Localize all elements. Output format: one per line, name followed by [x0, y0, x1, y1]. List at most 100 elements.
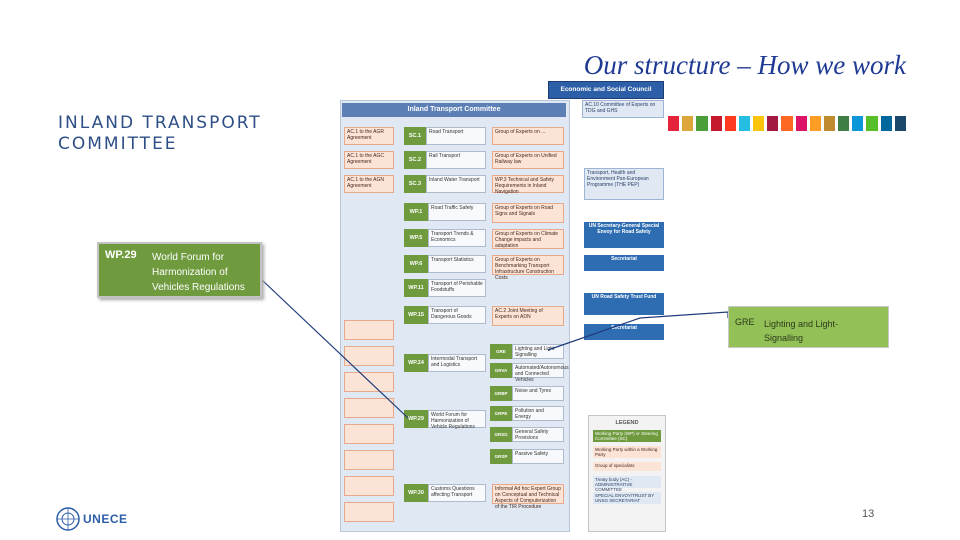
wp29-line2: Harmonization of — [152, 267, 228, 278]
unece-logo-text: UNECE — [83, 512, 128, 526]
wp29-callout: WP.29 World Forum for Harmonization of V… — [97, 242, 262, 298]
agreement-box — [344, 320, 394, 340]
expert-group-box: Group of Experts on Climate Change impac… — [492, 229, 564, 249]
legend-title: LEGEND — [615, 420, 639, 426]
wp-name-box: Intermodal Transport and Logistics — [428, 354, 486, 372]
color-swatch — [668, 116, 680, 131]
legend-item: Working Party (WP) or Steering Committee… — [593, 430, 661, 442]
legend-item: Working Party within a Working Party — [593, 446, 661, 458]
color-swatch — [682, 116, 694, 131]
color-swatch — [866, 116, 878, 131]
agreement-box — [344, 346, 394, 366]
right-node-box: UN Road Safety Trust Fund — [584, 293, 664, 315]
side-title-line1: INLAND TRANSPORT — [58, 113, 262, 133]
sc-code-box: SC.3 — [404, 175, 426, 193]
gre-callout: GRE Lighting and Light- Signalling — [728, 306, 889, 348]
gr-name-box: Noise and Tyres — [512, 386, 564, 401]
expert-group-box: WP.3 Technical and Safety Requirements i… — [492, 175, 564, 195]
wp-name-box: World Forum for Harmonization of Vehicle… — [428, 410, 486, 430]
color-swatch — [852, 116, 864, 131]
color-swatch — [710, 116, 722, 131]
side-title-line2: COMMITTEE — [58, 134, 178, 154]
color-swatch — [823, 116, 836, 131]
gr-name-box: Automated/Autonomous and Connected Vehic… — [512, 363, 569, 383]
wp29-description: World Forum for Harmonization of Vehicle… — [152, 250, 245, 295]
wp-code-box: WP.5 — [404, 229, 428, 247]
color-swatch — [880, 116, 892, 131]
wp-name-box: Customs Questions affecting Transport — [428, 484, 486, 502]
gr-code-box: GRE — [490, 344, 512, 359]
gr-code-box: GRBP — [490, 386, 512, 401]
wp-name-box: Road Traffic Safety — [428, 203, 486, 221]
sc-code-box: SC.1 — [404, 127, 426, 145]
agreement-box: AC.1 to the AGN Agreement — [344, 175, 394, 193]
gre-description: Lighting and Light- Signalling — [764, 317, 838, 345]
color-swatch — [767, 116, 779, 131]
legend-box: LEGEND Working Party (WP) or Steering Co… — [588, 415, 666, 532]
agreement-box: AC.1 to the AGC Agreement — [344, 151, 394, 169]
color-swatch — [696, 116, 708, 131]
gre-line2: Signalling — [764, 333, 804, 343]
color-swatch — [838, 116, 850, 131]
wp-code-box: WP.11 — [404, 279, 428, 297]
wp-code-box: WP.15 — [404, 306, 428, 324]
page-number: 13 — [862, 508, 875, 520]
wp-code-box: WP.6 — [404, 255, 428, 273]
gr-code-box: GRPE — [490, 406, 512, 421]
gr-name-box: General Safety Provisions — [512, 427, 564, 442]
agreement-box — [344, 476, 394, 496]
sc-name-box: Road Transport — [426, 127, 486, 145]
wp-code-box: WP.29 — [404, 410, 428, 428]
gre-line1: Lighting and Light- — [764, 319, 839, 329]
wp29-line3: Vehicles Regulations — [152, 282, 245, 293]
color-swatch — [738, 116, 751, 131]
org-chart-header: Inland Transport Committee — [342, 103, 566, 117]
agreement-box — [344, 372, 394, 392]
agreement-box — [344, 450, 394, 470]
expert-group-box: Group of Experts on Benchmarking Transpo… — [492, 255, 564, 281]
color-swatch — [894, 116, 906, 131]
gre-connector-line — [547, 311, 729, 351]
wp-code-box: WP.30 — [404, 484, 428, 502]
wp29-connector-line — [261, 279, 409, 419]
esc-box: Economic and Social Council — [548, 81, 664, 99]
ac10-box: AC.10 Committee of Experts on TDG and GH… — [582, 100, 664, 118]
expert-group-box: AC.2 Joint Meeting of Experts on ADN — [492, 306, 564, 326]
gr-code-box: GRSG — [490, 427, 512, 442]
expert-group-box: Group of Experts on ... — [492, 127, 564, 145]
expert-group-box: Group of Experts on Road Signs and Signa… — [492, 203, 564, 223]
gre-code: GRE — [735, 317, 755, 327]
expert-group-box: Informal Ad hoc Expert Group on Conceptu… — [492, 484, 564, 510]
color-swatch — [753, 116, 765, 131]
right-node-box: Transport, Health and Environment Pan-Eu… — [584, 168, 664, 200]
slide-title: Our structure – How we work — [583, 50, 906, 80]
wp29-line1: World Forum for — [152, 252, 225, 263]
agreement-box — [344, 424, 394, 444]
color-swatch — [724, 116, 736, 131]
wp-name-box: Transport Statistics — [428, 255, 486, 273]
gr-name-box: Passive Safety — [512, 449, 564, 464]
wp-code-box: WP.24 — [404, 354, 428, 372]
side-title: INLAND TRANSPORT COMMITTEE — [58, 113, 262, 155]
wp29-code: WP.29 — [105, 249, 137, 261]
right-node-box: UN Secretary-General Special Envoy for R… — [584, 222, 664, 248]
wp-name-box: Transport Trends & Economics — [428, 229, 486, 247]
agreement-box — [344, 502, 394, 522]
sc-name-box: Rail Transport — [426, 151, 486, 169]
sdg-color-bar — [668, 116, 906, 131]
wp-name-box: Transport of Dangerous Goods — [428, 306, 486, 324]
gr-name-box: Lighting and Light Signalling — [512, 344, 564, 359]
color-swatch — [795, 116, 807, 131]
wp-code-box: WP.1 — [404, 203, 428, 221]
right-node-box: Secretariat — [584, 324, 664, 340]
gr-code-box: GRSP — [490, 449, 512, 464]
expert-group-box: Group of Experts on Unified Railway law — [492, 151, 564, 169]
agreement-box: AC.1 to the AGR Agreement — [344, 127, 394, 145]
sc-code-box: SC.2 — [404, 151, 426, 169]
gr-name-box: Pollution and Energy — [512, 406, 564, 421]
legend-item: Treaty body (AC) - ADMINISTRATIVE COMMIT… — [593, 476, 661, 492]
agreement-box — [344, 398, 394, 418]
gr-code-box: GRVA — [490, 363, 512, 378]
legend-item: SPECIAL ENVOY/TRUST BY UNSG SECRETARIAT — [593, 492, 661, 504]
right-node-box: Secretariat — [584, 255, 664, 271]
